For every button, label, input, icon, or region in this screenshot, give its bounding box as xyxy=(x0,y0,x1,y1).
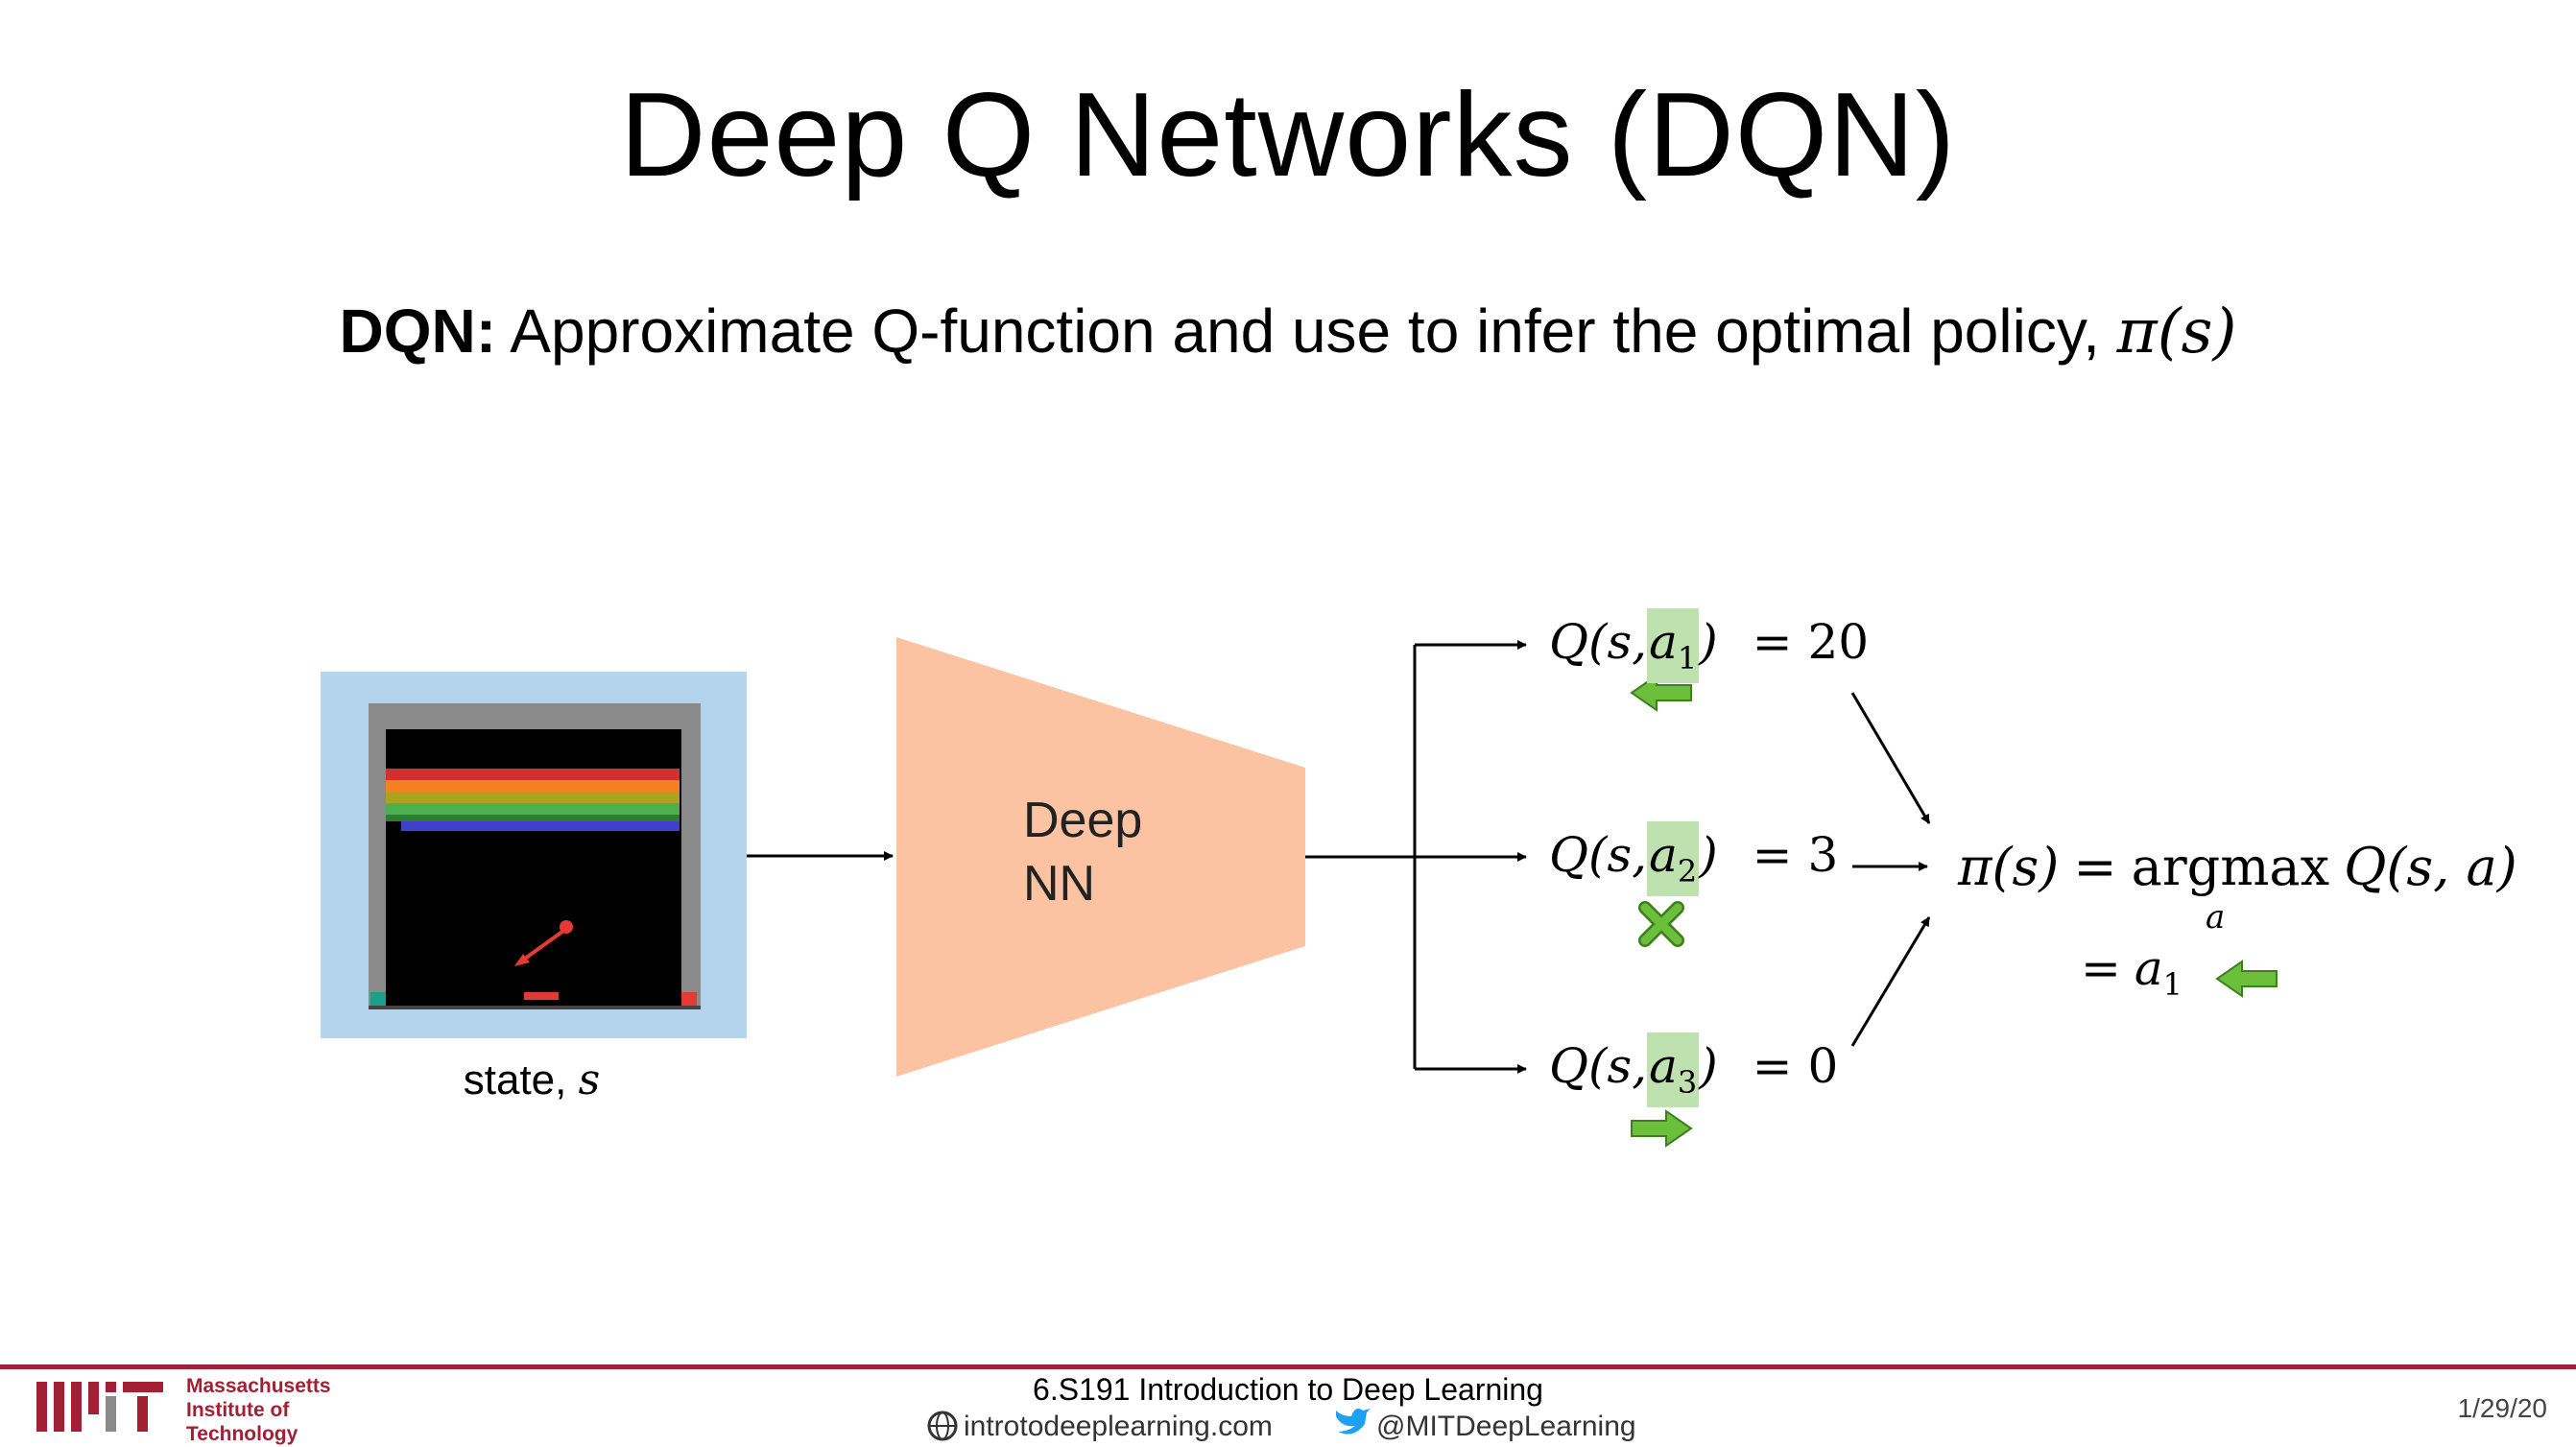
mit-logo-icon xyxy=(36,1382,163,1432)
twitter-icon xyxy=(1336,1409,1371,1435)
policy-equation: π(s) = argmax Q(s, a) xyxy=(1958,837,2517,897)
footer-divider xyxy=(0,1364,2576,1369)
policy-result: = a1 xyxy=(2081,940,2182,1003)
q-row-suffix: ) xyxy=(1699,1038,1718,1094)
q-value: = 0 xyxy=(1752,1038,1839,1094)
q-row-1: Q(s,a1) = 20 xyxy=(1549,608,1870,683)
nn-label-line1: Deep xyxy=(1023,793,1143,848)
q-row-2: Q(s,a2) = 3 xyxy=(1549,821,1839,896)
q1-to-policy-arrow xyxy=(1850,692,1931,824)
x-cross-icon xyxy=(1638,901,1684,947)
subtitle-bold: DQN: xyxy=(339,297,497,366)
neural-network-shape xyxy=(896,637,1305,1077)
globe-icon xyxy=(927,1411,958,1441)
slide-title: Deep Q Networks (DQN) xyxy=(619,69,1957,202)
policy-result-eq: = xyxy=(2081,940,2121,996)
action-highlight: a1 xyxy=(1647,608,1700,683)
action-var: a xyxy=(1649,1038,1678,1094)
q-row-suffix: ) xyxy=(1699,614,1718,670)
action-var: a xyxy=(1649,827,1678,883)
policy-result-sub: 1 xyxy=(2162,966,2182,1003)
action-var: a xyxy=(1649,614,1678,670)
policy-left-arrow-icon xyxy=(2215,960,2278,998)
footer-twitter[interactable]: @MITDeepLearning xyxy=(1376,1411,1636,1442)
slide-subtitle: DQN: Approximate Q-function and use to i… xyxy=(0,296,2576,368)
mit-line2: Institute of xyxy=(186,1399,290,1421)
game-state-image xyxy=(321,672,747,1038)
action-highlight: a2 xyxy=(1647,821,1700,896)
q-row-prefix: Q(s, xyxy=(1549,614,1648,670)
policy-result-var: a xyxy=(2134,940,2163,996)
q-row-3: Q(s,a3) = 0 xyxy=(1549,1032,1839,1107)
q-value: = 20 xyxy=(1752,614,1870,670)
q3-to-policy-arrow xyxy=(1850,916,1931,1047)
mit-line1: Massachusetts xyxy=(186,1375,331,1397)
right-arrow-icon xyxy=(1631,1109,1693,1148)
subtitle-text: Approximate Q-function and use to infer … xyxy=(510,297,2100,366)
mit-wordmark: Massachusetts Institute of Technology xyxy=(186,1374,331,1446)
action-sub: 2 xyxy=(1677,853,1698,890)
q-row-suffix: ) xyxy=(1699,827,1718,883)
policy-eq: = xyxy=(2073,837,2117,897)
state-label-text: state, xyxy=(463,1056,567,1103)
state-var: s xyxy=(578,1056,601,1104)
nn-label: Deep NN xyxy=(1023,789,1142,915)
state-label: state, s xyxy=(417,1056,647,1104)
policy-lhs: π(s) xyxy=(1958,837,2060,897)
policy-rhs: Q(s, a) xyxy=(2344,837,2517,897)
action-highlight: a3 xyxy=(1647,1032,1700,1107)
policy-fn: argmax xyxy=(2131,837,2330,897)
q-value: = 3 xyxy=(1752,827,1839,883)
footer-website[interactable]: introtodeeplearning.com xyxy=(964,1411,1273,1442)
action-sub: 1 xyxy=(1677,640,1698,676)
mit-line3: Technology xyxy=(186,1423,298,1445)
argmax-subscript: a xyxy=(2206,898,2226,937)
action-sub: 3 xyxy=(1677,1064,1698,1101)
nn-label-line2: NN xyxy=(1023,856,1096,912)
q-row-prefix: Q(s, xyxy=(1549,1038,1648,1094)
footer-date: 1/29/20 xyxy=(2457,1393,2547,1423)
subtitle-math: π(s) xyxy=(2116,297,2237,368)
q-row-prefix: Q(s, xyxy=(1549,827,1648,883)
footer-course: 6.S191 Introduction to Deep Learning xyxy=(1033,1372,1543,1407)
